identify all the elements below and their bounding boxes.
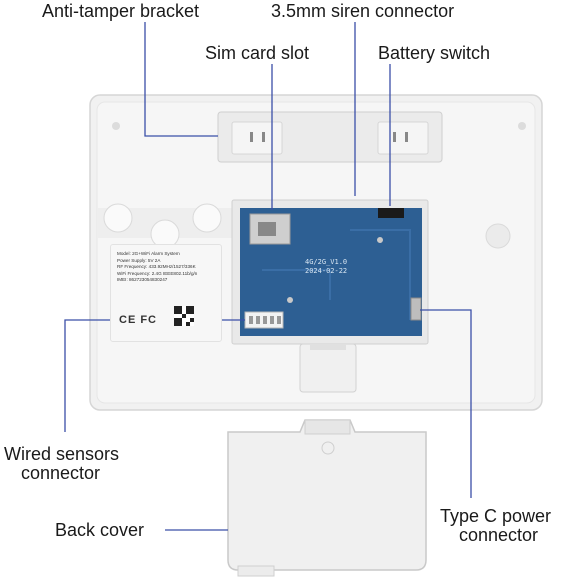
anti-tamper-bracket [217, 111, 443, 163]
label-wired-sensors-connector: connector [21, 463, 101, 483]
pcb-date: 2024-02-22 [305, 267, 348, 275]
label-sim-card-slot: Sim card slot [205, 43, 310, 63]
label-anti-tamper-bracket: Anti-tamper bracket [42, 1, 200, 21]
sticker-imei: IMEI: 862723054830247 [117, 277, 168, 283]
spec-label: Model: 2G+WiFi Alarm System Power Supply… [110, 244, 222, 342]
label-wired-sensors: Wired sensors [4, 444, 120, 464]
back-cover [227, 419, 427, 577]
sticker-power: Power Supply: 5V 2A [117, 257, 161, 263]
qr-code-icon [174, 306, 194, 326]
label-type-c-power: Type C power [440, 506, 552, 526]
label-type-c-connector: connector [459, 525, 539, 545]
certification-marks: CE FC [119, 314, 157, 326]
sim-card-slot [249, 213, 291, 245]
sticker-model: Model: 2G+WiFi Alarm System [117, 251, 180, 256]
sticker-rf: RF Frequency: 433.92MHz/1527/336K [117, 264, 196, 270]
pcb-revision: 4G/2G_V1.0 [305, 258, 348, 266]
label-siren-connector: 3.5mm siren connector [271, 1, 455, 21]
label-back-cover: Back cover [55, 520, 145, 540]
sticker-wifi: WiFi Frequency: 2.4G IEEE802.11b/g/n [117, 270, 198, 276]
type-c-connector [410, 297, 422, 321]
label-battery-switch: Battery switch [378, 43, 491, 63]
wired-sensors-connector [244, 311, 284, 329]
battery-switch [378, 208, 404, 218]
